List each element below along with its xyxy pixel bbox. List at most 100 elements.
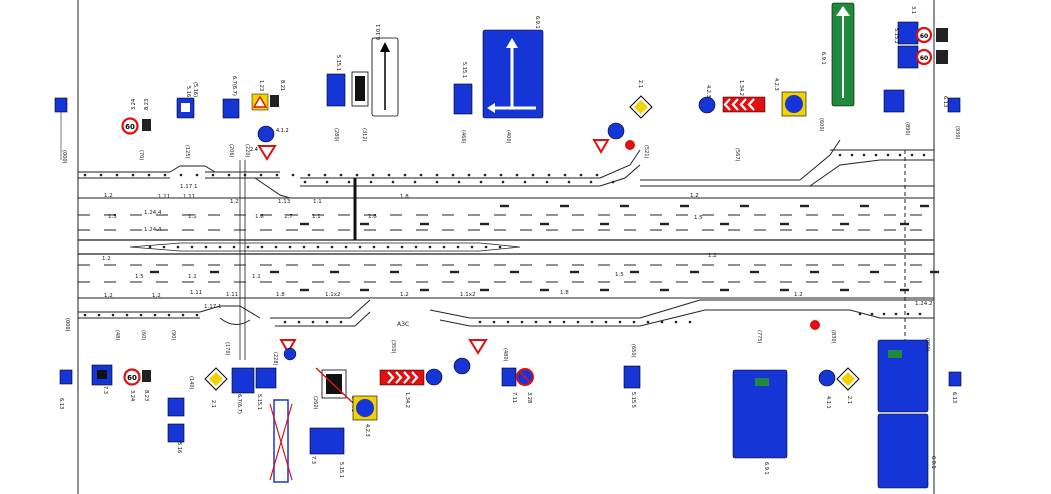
road-marker (501, 180, 505, 184)
road-marker (515, 173, 519, 177)
lane-label-1-24-2: 1.24.2 (915, 301, 933, 307)
speed-limit-value-3: 60 (920, 55, 928, 62)
road-marker (344, 245, 348, 249)
road-marker (620, 204, 629, 208)
distance-650: (650) (630, 344, 636, 357)
road-marker (470, 245, 474, 249)
sign-code-8-23-b: 8.23 (143, 390, 149, 401)
road-marker (259, 173, 263, 177)
road-marker (660, 320, 664, 324)
road-marker (484, 245, 488, 249)
road-marker (850, 153, 854, 157)
road-marker (579, 173, 583, 177)
road-marker (457, 180, 461, 184)
road-marker (618, 320, 622, 324)
road-carriageway (78, 139, 934, 327)
lane-label-1-8: 1.8 (400, 194, 409, 200)
sign-code-2-1: 2.1 (637, 80, 643, 88)
road-marker (316, 245, 320, 249)
road-marker (176, 245, 180, 249)
speed-limit-value-2: 60 (920, 33, 928, 40)
lane-label-1-11-c: 1.11 (190, 290, 202, 296)
road-marker (870, 312, 874, 316)
pedestrian-crossing-sign-lower-icon (231, 367, 255, 394)
direction-sign-lower-right-icon (948, 371, 962, 387)
lane-label-1-1-e: 1.1 (252, 274, 261, 280)
lane-label-1-8-b: 1.8 (276, 292, 285, 298)
road-marker (147, 173, 151, 177)
road-marker (339, 173, 343, 177)
road-marker (740, 204, 749, 208)
plate-2-icon (936, 50, 948, 64)
distance-280: (280) (333, 128, 339, 141)
road-marker (369, 180, 373, 184)
road-marker (339, 320, 343, 324)
mandatory-direction-sign-lower-icon (283, 347, 297, 361)
lane-label-1-2-e: 1.2 (708, 253, 717, 259)
road-marker (540, 222, 549, 226)
lane-direction-sign-4-icon (897, 45, 919, 69)
road-marker (531, 173, 535, 177)
road-marker (403, 173, 407, 177)
road-marker (131, 173, 135, 177)
road-marker (163, 173, 167, 177)
road-marker (780, 222, 789, 226)
road-marker (325, 320, 329, 324)
sign-code-5-15-1-d: 5.15.1 (338, 462, 344, 478)
road-marker (330, 270, 339, 274)
road-marker (413, 180, 417, 184)
road-marker (604, 320, 608, 324)
sign-code-6-10-1: 6.10.1 (376, 24, 382, 40)
advance-direction-sign-lower-icon (732, 369, 788, 459)
road-marker (688, 320, 692, 324)
chevron-turn-sign-icon (722, 96, 766, 113)
road-marker (562, 320, 566, 324)
distance-830: (830) (830, 330, 836, 343)
lane-label-1-5-b: 1.5 (694, 215, 703, 221)
sign-code-2-1-c: 2.1 (846, 396, 852, 404)
road-marker (840, 288, 849, 292)
road-marker (190, 245, 194, 249)
sign-code-6-9-1-b: 6.9.1 (820, 52, 826, 65)
road-marker (500, 204, 509, 208)
lane-label-1-11-d: 1.11 (226, 292, 238, 298)
lane-direction-sign-lower-2-icon (623, 365, 641, 389)
road-marker (862, 153, 866, 157)
road-marker (125, 313, 129, 317)
road-marker (139, 313, 143, 317)
yield-sign-lower-2-icon (468, 339, 488, 355)
advance-direction-sign-lower-3-icon (877, 413, 929, 489)
speed-limit-value-lower: 60 (127, 374, 137, 382)
lane-label-1-24-4-a: 1.24.4 (144, 210, 162, 216)
road-marker (930, 270, 939, 274)
distance-206: (206) (228, 144, 234, 157)
road-marker (300, 222, 309, 226)
sign-code-3-24: 3.24 (131, 99, 137, 110)
distance-125: (125) (184, 145, 190, 158)
speed-limit-sign-2-icon (915, 26, 933, 44)
road-marker (506, 320, 510, 324)
sign-code-5-15-5: 5.15.5 (630, 392, 636, 408)
road-marker (227, 173, 231, 177)
road-marker (414, 245, 418, 249)
lane-labels: 1.2 1.5 1.1 1.6 1.7 1.1 1.6 1.5 1.8 1.2 … (102, 184, 933, 328)
road-marker (355, 173, 359, 177)
road-marker (270, 270, 279, 274)
shoulder-markers (83, 153, 939, 324)
sign-code-8-23: 8.23 (144, 99, 150, 110)
road-marker (660, 288, 669, 292)
road-marker (860, 204, 869, 208)
distance-400: (400) (505, 130, 511, 143)
pass-obstacle-sign-lower-2-icon (425, 368, 443, 386)
road-marker (680, 204, 689, 208)
sign-code-6-9-1: 6.9.1 (534, 16, 540, 29)
distance-70: (70) (138, 150, 144, 160)
road-marker (204, 245, 208, 249)
road-marker (297, 320, 301, 324)
sign-code-3-28: 3.28 (526, 392, 532, 403)
road-marker (874, 153, 878, 157)
road-marker (918, 312, 922, 316)
lane-label-1-1-d: 1.1 (188, 274, 197, 280)
road-marker (780, 288, 789, 292)
road-marker (275, 173, 279, 177)
